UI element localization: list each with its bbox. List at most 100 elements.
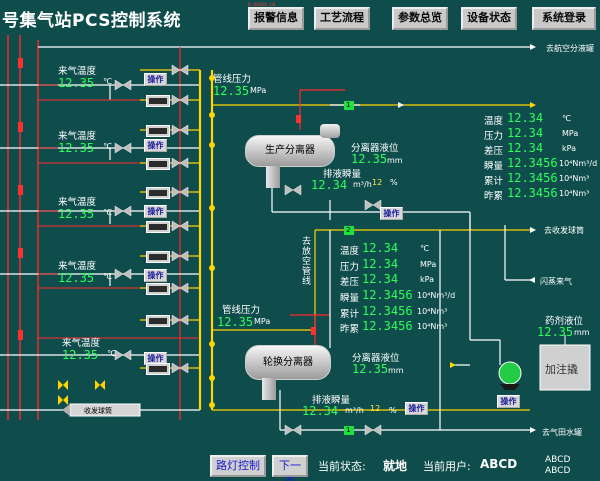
prod-level-value: 12.35	[351, 152, 388, 166]
inlet-4-op-button[interactable]: 操作	[144, 269, 167, 282]
inlet-1-op-button[interactable]: 操作	[144, 73, 167, 86]
device-status-button[interactable]: 设备状态	[461, 7, 517, 30]
prod-drain-value: 12.34	[311, 178, 348, 192]
prod-param-yday-unit: 10⁴Nm³	[559, 189, 590, 198]
manifold-bottom-value: 12.35	[217, 315, 254, 329]
inlet-5-label: 来气温度	[62, 338, 101, 349]
next-page-button[interactable]: 下一页	[272, 455, 308, 481]
inlet-1-value: 12.35	[58, 76, 95, 90]
trans-param-press-value: 12.34	[362, 257, 399, 271]
trans-param-yday-value: 12.3456	[362, 319, 413, 333]
prod-param-temp-unit: ℃	[562, 114, 571, 123]
trans-param-press-unit: MPa	[420, 260, 437, 269]
prod-param-yday-value: 12.3456	[507, 186, 558, 200]
prod-level-unit: mm	[387, 156, 403, 165]
flowmeter-7[interactable]	[146, 283, 170, 295]
prod-param-dp-value: 12.34	[507, 141, 544, 155]
top-tag: D_XXXXX_L0	[248, 3, 276, 8]
trans-param-temp-unit: ℃	[420, 244, 429, 253]
trans-param-dp-value: 12.34	[362, 272, 399, 286]
manifold-bottom-label: 管线压力	[222, 305, 261, 316]
green-tag-2: 2	[346, 226, 351, 234]
inlet-4-label: 来气温度	[58, 261, 97, 272]
chem-level-unit: mm	[574, 328, 590, 337]
prod-param-press-unit: MPa	[562, 129, 579, 138]
trans-param-flow-unit: 10⁴Nm³/d	[417, 291, 456, 300]
flowmeter-8[interactable]	[146, 315, 170, 327]
dest-flash-gas: 闪蒸来气	[540, 277, 572, 286]
inlet-3-op-button[interactable]: 操作	[144, 205, 167, 218]
trans-param-total-value: 12.3456	[362, 304, 413, 318]
prod-param-temp-value: 12.34	[507, 111, 544, 125]
process-flow-button[interactable]: 工艺流程	[314, 7, 370, 30]
road-light-button[interactable]: 路灯控制	[210, 455, 266, 477]
inlet-3-unit: ℃	[103, 208, 112, 217]
dest-sewage: 去气田水罐	[542, 428, 582, 437]
prod-drain-label: 排液瞬量	[323, 169, 362, 180]
inlet-2-unit: ℃	[103, 142, 112, 151]
trans-param-flow-value: 12.3456	[362, 288, 413, 302]
prod-param-dp-unit: kPa	[562, 144, 576, 153]
trans-level-label: 分离器液位	[352, 353, 400, 364]
trans-valve-unit: %	[389, 406, 397, 415]
trans-drain-unit: m³/h	[345, 406, 364, 415]
user-value: ABCD	[480, 457, 518, 471]
state-value: 就地	[383, 459, 408, 473]
inlet-4-value: 12.35	[58, 271, 95, 285]
trans-param-total-label: 累计	[340, 309, 360, 320]
transfer-separator[interactable]: 轮换分离器	[245, 345, 331, 380]
flowmeter-1[interactable]	[146, 95, 170, 107]
trans-valve-value: 12	[370, 404, 381, 413]
manifold-top-label: 管线压力	[213, 74, 252, 85]
separator2-leg	[262, 378, 276, 400]
prod-param-yday-label: 昨累	[484, 191, 504, 202]
production-separator[interactable]: 生产分离器	[245, 135, 335, 167]
inlet-2-op-button[interactable]: 操作	[144, 139, 167, 152]
prod-op-button[interactable]: 操作	[380, 207, 403, 220]
prod-param-total-value: 12.3456	[507, 171, 558, 185]
inlet-5-unit: ℃	[107, 349, 116, 358]
trans-param-yday-label: 昨累	[340, 324, 360, 335]
prod-valve-unit: %	[390, 178, 398, 187]
inlet-1-unit: ℃	[103, 77, 112, 86]
separator-dome	[320, 124, 340, 138]
green-tag-3: 1	[346, 426, 351, 434]
trans-param-temp-label: 温度	[340, 246, 360, 257]
inlet-2-label: 来气温度	[58, 131, 97, 142]
flowmeter-5[interactable]	[146, 221, 170, 233]
prod-drain-unit: m³/h	[353, 180, 372, 189]
prod-param-flow-value: 12.3456	[507, 156, 558, 170]
chem-level-label: 药剂液位	[545, 316, 584, 327]
trans-param-dp-label: 差压	[340, 277, 360, 288]
dest-vent-vertical: 去放空管线	[302, 237, 312, 287]
flowmeter-2[interactable]	[146, 125, 170, 137]
prod-param-temp-label: 温度	[484, 116, 504, 127]
trans-param-temp-value: 12.34	[362, 241, 399, 255]
flowmeter-3[interactable]	[146, 158, 170, 170]
chem-op-button[interactable]: 操作	[497, 395, 520, 408]
system-login-button[interactable]: 系统登录	[532, 7, 596, 30]
trans-level-value: 12.35	[352, 362, 389, 376]
alarm-info-button[interactable]: 报警信息	[248, 7, 304, 30]
state-label: 当前状态:	[318, 460, 366, 473]
trans-param-total-unit: 10⁴Nm³	[417, 307, 448, 316]
trans-drain-value: 12.34	[302, 404, 339, 418]
inlet-1-label: 来气温度	[58, 66, 97, 77]
inlet-5-value: 12.35	[62, 348, 99, 362]
pigging-label: 收发球筒	[84, 407, 112, 415]
prod-param-total-label: 累计	[484, 176, 504, 187]
parameter-overview-button[interactable]: 参数总览	[392, 7, 448, 30]
flowmeter-6[interactable]	[146, 251, 170, 263]
trans-op-button[interactable]: 操作	[405, 402, 428, 415]
prod-level-label: 分离器液位	[351, 143, 399, 154]
trans-param-yday-unit: 10⁴Nm³	[417, 322, 448, 331]
trans-param-flow-label: 瞬量	[340, 293, 360, 304]
manifold-top-value: 12.35	[213, 84, 250, 98]
flowmeter-9[interactable]	[146, 363, 170, 375]
chem-tank-label[interactable]: 加注撬	[545, 363, 578, 376]
flowmeter-4[interactable]	[146, 187, 170, 199]
inlet-3-value: 12.35	[58, 207, 95, 221]
prod-param-total-unit: 10⁴Nm³	[559, 174, 590, 183]
